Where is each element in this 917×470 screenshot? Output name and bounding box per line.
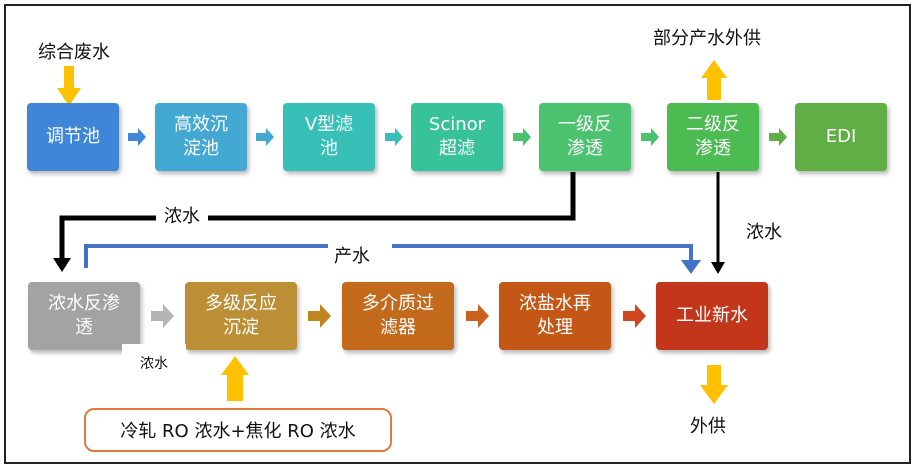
feed-arrow [57,66,81,106]
diagram-frame [4,4,911,464]
product-water-line-2 [392,244,693,262]
box-duojiezhi-guolvqi: 多介质过 滤器 [342,282,454,350]
partial-supply-arrow [701,60,727,100]
step-arrow [623,304,646,328]
box-nongshui-fanshentou: 浓水反渗 透 [28,282,140,350]
step-arrow [466,304,489,328]
label-feed: 综合废水 [38,42,110,63]
row1-step-arrows [128,128,787,146]
step-arrow [256,128,274,146]
step-arrow [769,128,787,146]
row2-step-arrows [151,304,646,328]
label-partial-supply: 部分产水外供 [653,28,761,49]
box-vxing-lvchi: V型滤 池 [283,103,375,171]
label-concentrate-2: 浓水 [746,222,782,243]
box-scinor-chaolv: Scinor 超滤 [411,103,503,171]
step-arrow [385,128,403,146]
step-arrow [308,304,331,328]
box-gongye-xinshui: 工业新水 [656,282,768,350]
box-erji-fanshentou: 二级反 渗透 [667,103,759,171]
box-gaoxiao-chendianchi: 高效沉 淀池 [155,103,247,171]
step-arrow [513,128,531,146]
step-arrow [641,128,659,146]
source-box: 冷轧 RO 浓水+焦化 RO 浓水 [84,408,392,452]
step-arrow [128,128,146,146]
step-arrow [151,304,174,328]
label-concentrate-1: 浓水 [156,206,208,228]
label-product-water: 产水 [334,246,370,267]
concentrate-arrowhead-1 [53,258,71,272]
product-water-arrowhead [681,260,701,274]
label-concentrate-small: 浓水 [122,344,186,384]
product-water-line [84,244,328,268]
box-yiji-fanshentou: 一级反 渗透 [539,103,631,171]
source-arrow [221,356,249,401]
box-edi: EDI [795,103,887,171]
box-nongyanshui-zaichuli: 浓盐水再 处理 [499,282,611,350]
concentrate-line-1 [59,172,576,260]
label-external-supply: 外供 [690,416,726,437]
concentrate-arrowhead-2 [711,262,725,274]
box-duoji-fanying-chendian: 多级反应 沉淀 [185,282,297,350]
box-tiaojiechi: 调节池 [27,103,119,171]
external-supply-arrow [700,365,728,404]
